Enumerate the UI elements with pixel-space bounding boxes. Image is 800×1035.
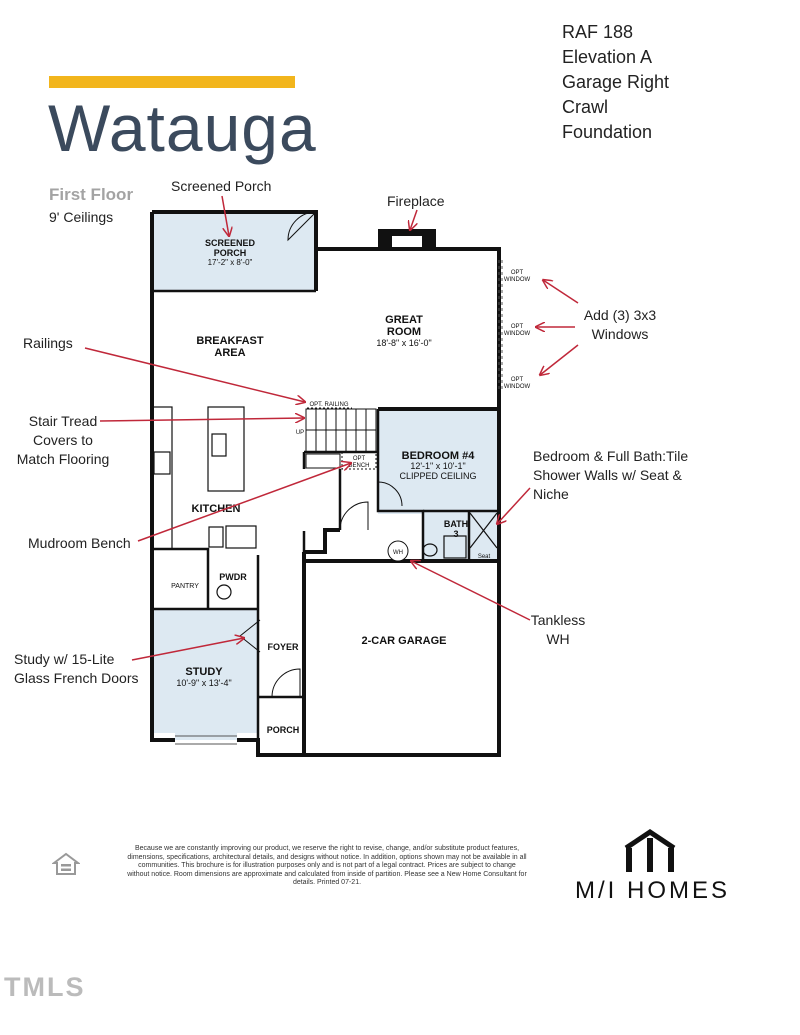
bath3-label-2: 3 <box>453 529 458 539</box>
bedroom4-fill <box>378 411 499 514</box>
breakfast-label-2: AREA <box>214 347 245 359</box>
bedroom4-note: CLIPPED CEILING <box>399 471 476 481</box>
callout-bath-line: Bedroom & Full Bath:Tile <box>533 448 689 464</box>
screened-porch-dims: 17'-2" x 8'-0" <box>208 258 253 267</box>
foyer-label: FOYER <box>267 642 299 652</box>
study-dims: 10'-9" x 13'-4" <box>176 678 231 688</box>
opt-window-label-2: WINDOW <box>504 384 531 390</box>
opt-bench <box>341 451 377 470</box>
mi-homes-logo-icon <box>624 828 676 872</box>
callout-bath: Bedroom & Full Bath:Tile Shower Walls w/… <box>533 447 688 504</box>
bedroom4-label: BEDROOM #4 <box>402 450 476 462</box>
garage-label: 2-CAR GARAGE <box>362 635 447 647</box>
callout-windows-line: Windows <box>591 326 649 342</box>
callout-tankless-line: Tankless <box>530 612 586 628</box>
plan-title: Watauga <box>48 91 317 165</box>
callout-windows-line: Add (3) 3x3 <box>583 307 657 323</box>
breakfast-label-1: BREAKFAST <box>196 335 264 347</box>
bath3-seat: Seat <box>478 554 491 560</box>
floor-label: First Floor <box>49 185 134 204</box>
opt-window-label-2: WINDOW <box>504 331 531 337</box>
callout-tankless: Tankless WH <box>520 611 596 649</box>
mi-homes-logo-text: M/I HOMES <box>575 877 731 904</box>
callout-stair-line: Covers to <box>33 432 93 448</box>
callout-study-line: Study w/ 15-Lite <box>14 651 115 667</box>
bath3-label-1: BATH <box>444 519 468 529</box>
opt-window-label-1: OPT <box>511 377 524 383</box>
screened-porch-label-2: PORCH <box>214 248 247 258</box>
screened-porch-fill <box>152 212 316 291</box>
accent-bar <box>49 76 295 88</box>
porch-label: PORCH <box>267 725 300 735</box>
spec-line: Garage Right <box>562 72 670 92</box>
callout-railings: Railings <box>23 335 73 351</box>
study-fill <box>152 609 258 740</box>
watermark: TMLS <box>4 972 86 1002</box>
exterior-walls <box>150 210 501 757</box>
fireplace-hearth <box>392 236 422 247</box>
callout-study-line: Glass French Doors <box>14 670 139 686</box>
windows <box>175 260 503 745</box>
opt-railing-label: OPT. RAILING <box>309 402 348 408</box>
callout-stair-line: Stair Tread <box>28 413 98 429</box>
callout-windows: Add (3) 3x3 Windows <box>572 306 668 344</box>
spec-line: Crawl <box>562 97 609 117</box>
callout-bath-line: Shower Walls w/ Seat & <box>533 467 682 483</box>
opt-bench-label-2: BENCH <box>348 463 369 469</box>
callout-arrows <box>84 195 579 661</box>
great-room-label-2: ROOM <box>387 326 421 338</box>
kitchen-label: KITCHEN <box>192 503 241 515</box>
equal-housing-icon <box>52 852 80 875</box>
ceiling-label: 9' Ceilings <box>49 209 114 225</box>
opt-window-label-1: OPT <box>511 270 524 276</box>
disclaimer: Because we are constantly improving our … <box>127 845 527 886</box>
kitchen-fixtures <box>151 406 498 600</box>
spec-block: RAF 188 Elevation A Garage Right Crawl F… <box>562 20 669 145</box>
study-label: STUDY <box>185 666 223 678</box>
callout-bath-line: Niche <box>533 486 569 502</box>
spec-line: RAF 188 <box>562 22 634 42</box>
opt-window-label-2: WINDOW <box>504 277 531 283</box>
up-label: UP <box>296 430 304 436</box>
wh-label: WH <box>393 550 403 556</box>
pwdr-label: PWDR <box>219 572 247 582</box>
opt-window-label-1: OPT <box>511 324 524 330</box>
screened-porch-label-1: SCREENED <box>205 238 256 248</box>
pantry-label: PANTRY <box>171 583 199 590</box>
callout-fireplace: Fireplace <box>387 193 445 209</box>
great-room-dims: 18'-8" x 16'-0" <box>376 338 431 348</box>
spec-line: Foundation <box>562 122 653 142</box>
callout-tankless-line: WH <box>546 631 570 647</box>
water-heater <box>387 540 409 562</box>
callout-study: Study w/ 15-Lite Glass French Doors <box>14 650 138 688</box>
stairs <box>305 408 377 469</box>
spec-line: Elevation A <box>562 47 653 67</box>
callout-stair-line: Match Flooring <box>16 451 110 467</box>
callout-stair: Stair Tread Covers to Match Flooring <box>6 412 120 469</box>
opt-bench-label-1: OPT <box>353 456 366 462</box>
bedroom4-dims: 12'-1" x 10'-1" <box>410 461 465 471</box>
great-room-label-1: GREAT <box>385 314 423 326</box>
callout-mudroom: Mudroom Bench <box>28 535 131 551</box>
callout-screened-porch: Screened Porch <box>171 178 272 194</box>
